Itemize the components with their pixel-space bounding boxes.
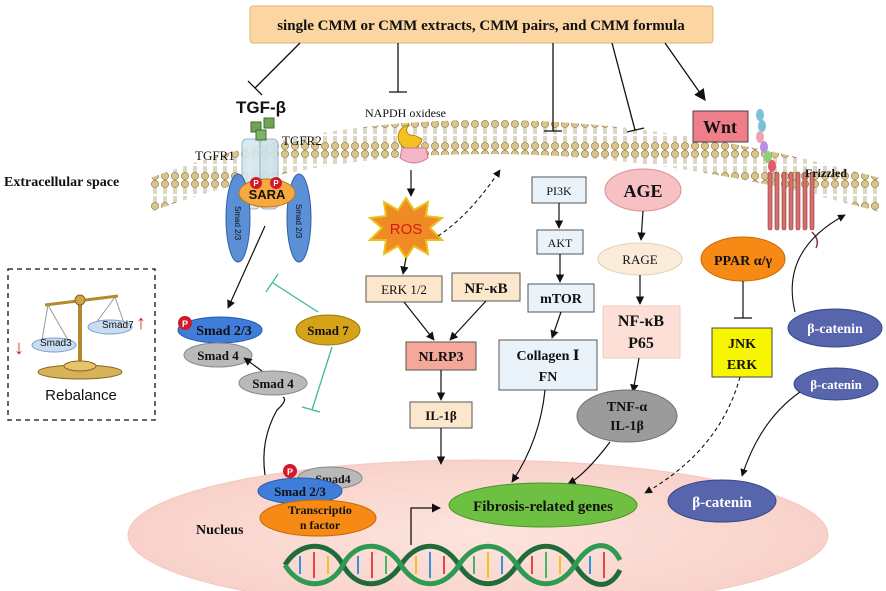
nucleus-to-smad4 (263, 396, 286, 476)
bcat-1-node (787, 308, 883, 348)
mtor-box (527, 283, 595, 313)
top-banner (249, 5, 714, 44)
dna-helix (282, 543, 623, 587)
smad23-phospho-label: P (182, 319, 188, 329)
tnfa-node (576, 389, 678, 443)
collagen-to-genes (511, 389, 546, 483)
nuclear-smad23-phospho (283, 464, 297, 478)
bcat2-to-nucleus (740, 391, 801, 477)
up-arrow-icon: ↑ (136, 312, 146, 334)
tnfa-to-genes (567, 441, 611, 485)
rebalance-label: Rebalance (45, 387, 117, 404)
nfkb-label: NF-κB (464, 281, 507, 297)
fn-label: FN (539, 370, 558, 385)
smad4-label: Smad 4 (197, 348, 239, 363)
nuclear-phospho-label: P (287, 467, 293, 477)
age-label: AGE (623, 181, 662, 201)
ros-to-erk (400, 257, 409, 275)
napdh-oxidase (397, 124, 429, 164)
wnt-box (692, 110, 749, 143)
collagen-label: Collagen Ⅰ (517, 349, 580, 364)
bcat-2-label: β-catenin (810, 377, 862, 392)
jnk-erk-box (711, 327, 773, 378)
receptor-to-smad (227, 225, 266, 309)
smad23-label: Smad 2/3 (196, 324, 252, 339)
phospho-1: P (253, 179, 259, 188)
mtor-to-collagen (550, 311, 562, 339)
bcat-3-node (667, 479, 777, 523)
tf-label-2: n factor (300, 518, 341, 532)
frizzled-label: Frizzled (805, 166, 847, 180)
smad7-label: Smad 7 (307, 323, 349, 338)
bcat-1-label: β-catenin (807, 322, 863, 337)
smad7-inhibit-bar-2 (301, 406, 321, 413)
fibrosis-genes-node (448, 482, 638, 528)
jnk-to-genes (644, 376, 741, 494)
nfkb-p65-label-2: P65 (628, 335, 654, 352)
frizzled-receptor (756, 109, 819, 249)
nfkb-box (451, 272, 521, 302)
il1b-2-label: IL-1β (610, 419, 644, 434)
age-to-rage (637, 210, 646, 241)
collagen-box (498, 339, 598, 391)
pi3k-label: PI3K (546, 184, 572, 198)
jnk-label: JNK (728, 337, 756, 352)
scale-smad7-label: Smad7 (102, 320, 134, 331)
bcat-to-frizzled (791, 214, 846, 313)
tgfb-label: TGF-β (236, 98, 286, 117)
fibrosis-label: Fibrosis-related genes (473, 499, 613, 515)
nuclear-smad23-label: Smad 2/3 (274, 484, 326, 499)
top-banner-text: single CMM or CMM extracts, CMM pairs, a… (277, 18, 685, 34)
promoter-arrow (410, 503, 441, 545)
smad7-inhibits-receptor (272, 282, 319, 313)
napdh-label: NAPDH oxidese (365, 106, 446, 120)
nfkb-p65-label-1: NF-κB (618, 313, 665, 330)
ros-feedback-arrow (437, 169, 501, 237)
wnt-label: Wnt (703, 117, 737, 137)
ppar-label: PPAR α/γ (714, 254, 772, 269)
smad4-to-complex (243, 357, 263, 372)
smad23-phospho (178, 316, 192, 330)
balance-scale-icon (31, 294, 133, 380)
erk-to-nlrp3 (403, 301, 435, 341)
smad4-b-label: Smad 4 (252, 376, 294, 391)
scale-smad3-label: Smad3 (40, 338, 72, 349)
akt-label: AKT (548, 236, 573, 250)
extracellular-label: Extracellular space (4, 175, 119, 190)
tgfr2-label: TGFR2 (282, 133, 322, 148)
smad4-node (183, 342, 253, 368)
mtor-label: mTOR (540, 292, 583, 307)
smad7-inhibits-nucleus (311, 346, 333, 411)
smad7-inhibit-bar-1 (265, 273, 279, 293)
nlrp3-label: NLRP3 (418, 350, 463, 365)
tnfa-label: TNF-α (607, 400, 648, 415)
transcription-factor-node (259, 499, 377, 537)
nucleus-label: Nucleus (196, 523, 244, 538)
sara-label: SARA (249, 187, 286, 202)
receptor-smad23-right: Smad 2/3 (294, 204, 303, 239)
banner-inhibitors (247, 42, 706, 133)
nfkb-p65-box (602, 305, 681, 359)
akt-box (536, 229, 584, 255)
erk2-label: ERK (727, 358, 757, 373)
erk-label: ERK 1/2 (381, 282, 427, 297)
il1b-label: IL-1β (425, 408, 457, 423)
tgf-receptor (225, 117, 312, 263)
erk-box (365, 275, 443, 303)
bcat-2-node (793, 367, 879, 401)
smad7-node (295, 314, 361, 346)
tf-label-1: Transcriptio (288, 503, 352, 517)
receptor-smad23-left: Smad 2/3 (233, 206, 242, 241)
rage-label: RAGE (622, 252, 657, 267)
down-arrow-icon: ↓ (14, 337, 24, 359)
p65-to-tnfa (630, 357, 640, 393)
bcat-3-label: β-catenin (692, 495, 752, 511)
rebalance-panel (7, 268, 156, 421)
phospho-2: P (273, 179, 279, 188)
smad4-b-node (238, 370, 308, 396)
ros-label: ROS (390, 221, 423, 238)
nfkb-to-nlrp3 (449, 300, 487, 341)
tgfr1-label: TGFR1 (195, 148, 235, 163)
